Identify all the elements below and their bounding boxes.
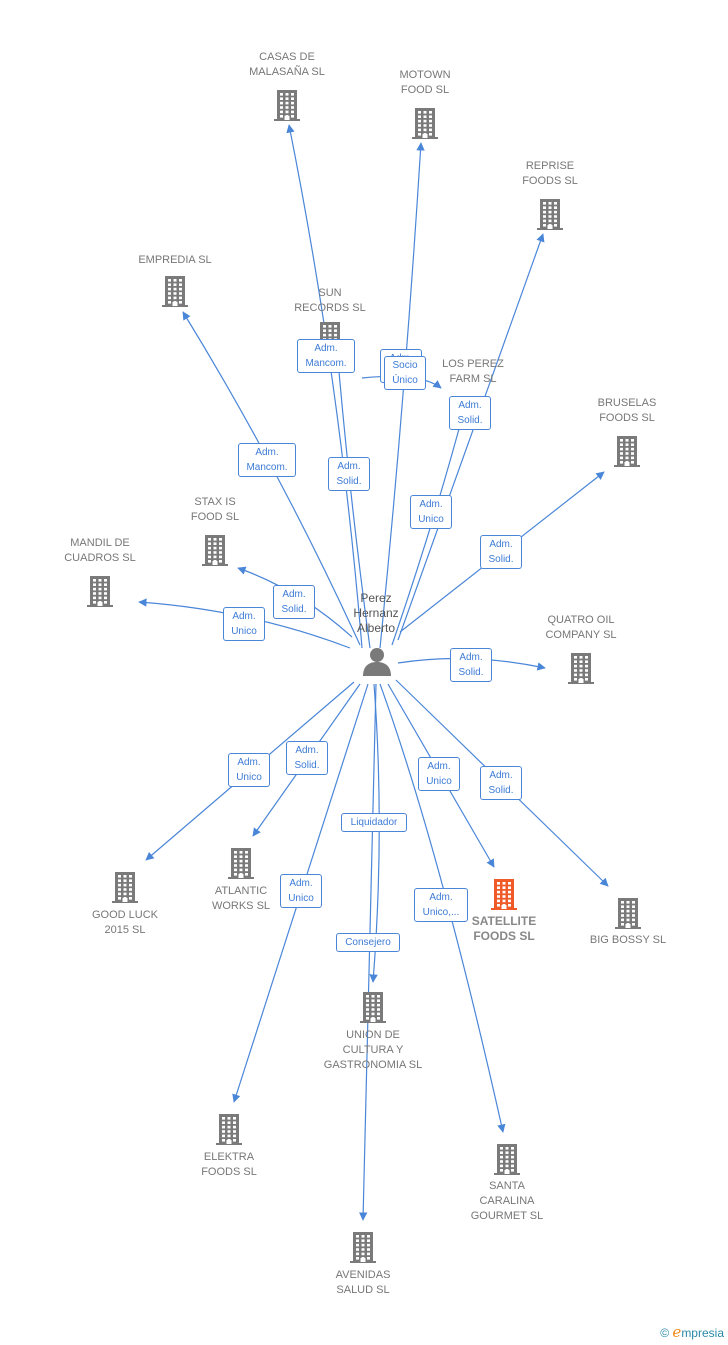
building-icon[interactable] — [160, 273, 190, 307]
building-icon[interactable] — [492, 1141, 522, 1175]
company-node-staxis[interactable]: STAX IS FOOD SL — [150, 495, 280, 525]
person-icon[interactable] — [361, 646, 393, 676]
relation-badge-quatro[interactable]: Adm. Solid. — [450, 648, 492, 682]
company-node-bigbossy[interactable]: BIG BOSSY SL — [563, 933, 693, 948]
building-icon[interactable] — [358, 989, 388, 1023]
relation-badge-bruselas[interactable]: Adm. Solid. — [480, 535, 522, 569]
company-node-empredia[interactable]: EMPREDIA SL — [110, 253, 240, 268]
relation-edge-2 — [379, 142, 425, 649]
company-label[interactable]: SATELLITE FOODS SL — [471, 914, 537, 943]
relation-badge-elektra[interactable]: Adm. Unico — [280, 874, 322, 908]
company-node-losperez[interactable]: LOS PEREZ FARM SL — [408, 357, 538, 387]
company-node-sun[interactable]: SUN RECORDS SL — [265, 286, 395, 316]
building-icon[interactable] — [410, 105, 440, 139]
company-label[interactable]: ELEKTRA FOODS SL — [201, 1151, 257, 1178]
relation-badge-casas[interactable]: Adm. Mancom. — [297, 339, 355, 373]
relation-badge-avenidas[interactable]: Consejero — [336, 933, 400, 952]
building-icon[interactable] — [566, 650, 596, 684]
building-icon[interactable] — [226, 845, 256, 879]
building-icon[interactable] — [613, 895, 643, 929]
relation-badge-atlantic[interactable]: Adm. Solid. — [286, 741, 328, 775]
building-icon[interactable] — [200, 532, 230, 566]
company-node-quatro[interactable]: QUATRO OIL COMPANY SL — [516, 613, 646, 643]
company-label[interactable]: LOS PEREZ FARM SL — [442, 358, 504, 385]
company-label[interactable]: UNION DE CULTURA Y GASTRONOMIA SL — [323, 1029, 423, 1071]
company-node-atlantic[interactable]: ATLANTIC WORKS SL — [176, 884, 306, 914]
company-node-avenidas[interactable]: AVENIDAS SALUD SL — [298, 1268, 428, 1298]
building-icon[interactable] — [272, 87, 302, 121]
company-node-santa[interactable]: SANTA CARALINA GOURMET SL — [442, 1179, 572, 1224]
company-label[interactable]: BRUSELAS FOODS SL — [597, 397, 657, 424]
relation-badge-empredia[interactable]: Adm. Mancom. — [238, 443, 296, 477]
building-icon[interactable] — [85, 573, 115, 607]
company-label[interactable]: SANTA CARALINA GOURMET SL — [470, 1180, 544, 1222]
relation-badge-union-liq[interactable]: Liquidador — [341, 813, 407, 832]
building-icon[interactable] — [489, 876, 519, 910]
company-node-goodluck[interactable]: GOOD LUCK 2015 SL — [60, 908, 190, 938]
relation-badge-sun[interactable]: Adm. Solid. — [328, 457, 370, 491]
company-label[interactable]: EMPREDIA SL — [138, 254, 212, 266]
relation-edge-0 — [286, 124, 363, 649]
company-label[interactable]: QUATRO OIL COMPANY SL — [545, 614, 617, 641]
company-node-bruselas[interactable]: BRUSELAS FOODS SL — [562, 396, 692, 426]
company-label[interactable]: MOTOWN FOOD SL — [399, 69, 451, 96]
relation-badge-goodluck[interactable]: Adm. Unico — [228, 753, 270, 787]
relation-badge-satellite[interactable]: Adm. Unico — [418, 757, 460, 791]
company-label[interactable]: STAX IS FOOD SL — [190, 496, 240, 523]
company-node-union[interactable]: UNION DE CULTURA Y GASTRONOMIA SL — [308, 1028, 438, 1073]
building-icon[interactable] — [110, 869, 140, 903]
relation-badge-losperez[interactable]: Adm. Solid. — [449, 396, 491, 430]
brand-footer: © empresia — [660, 1323, 724, 1341]
company-node-motown[interactable]: MOTOWN FOOD SL — [360, 68, 490, 98]
company-node-elektra[interactable]: ELEKTRA FOODS SL — [164, 1150, 294, 1180]
company-node-casas[interactable]: CASAS DE MALASAÑA SL — [222, 50, 352, 80]
relation-badge-staxis[interactable]: Adm. Solid. — [273, 585, 315, 619]
relation-badge-santa[interactable]: Adm. Unico,... — [414, 888, 468, 922]
copyright-symbol: © — [660, 1326, 670, 1340]
relation-edge-1 — [334, 359, 371, 649]
company-label[interactable]: BIG BOSSY SL — [589, 934, 667, 946]
center-person-name: Perez Hernanz Alberto — [353, 591, 399, 635]
building-icon[interactable] — [612, 433, 642, 467]
brand-logo-text: mpresia — [681, 1326, 724, 1340]
company-label[interactable]: GOOD LUCK 2015 SL — [91, 909, 158, 936]
relation-badge-mandil[interactable]: Adm. Unico — [223, 607, 265, 641]
relation-edge-18 — [358, 683, 377, 1221]
company-label[interactable]: CASAS DE MALASAÑA SL — [249, 51, 325, 78]
company-node-reprise[interactable]: REPRISE FOODS SL — [485, 159, 615, 189]
company-label[interactable]: REPRISE FOODS SL — [522, 160, 578, 187]
company-label[interactable]: MANDIL DE CUADROS SL — [64, 537, 136, 564]
building-icon[interactable] — [535, 196, 565, 230]
company-label[interactable]: AVENIDAS SALUD SL — [335, 1269, 391, 1296]
company-node-mandil[interactable]: MANDIL DE CUADROS SL — [35, 536, 165, 566]
building-icon[interactable] — [348, 1229, 378, 1263]
relation-edge-3 — [397, 233, 545, 641]
brand-logo-initial: e — [672, 1323, 682, 1341]
relation-badge-motown[interactable]: Socio Único — [384, 356, 426, 390]
relation-badge-reprise[interactable]: Adm. Unico — [410, 495, 452, 529]
company-label[interactable]: ATLANTIC WORKS SL — [211, 885, 271, 912]
relation-edge-17 — [379, 683, 506, 1133]
company-node-satellite[interactable]: SATELLITE FOODS SL — [439, 914, 569, 944]
building-icon[interactable] — [214, 1111, 244, 1145]
relation-badge-bigbossy[interactable]: Adm. Solid. — [480, 766, 522, 800]
company-label[interactable]: SUN RECORDS SL — [294, 287, 366, 314]
